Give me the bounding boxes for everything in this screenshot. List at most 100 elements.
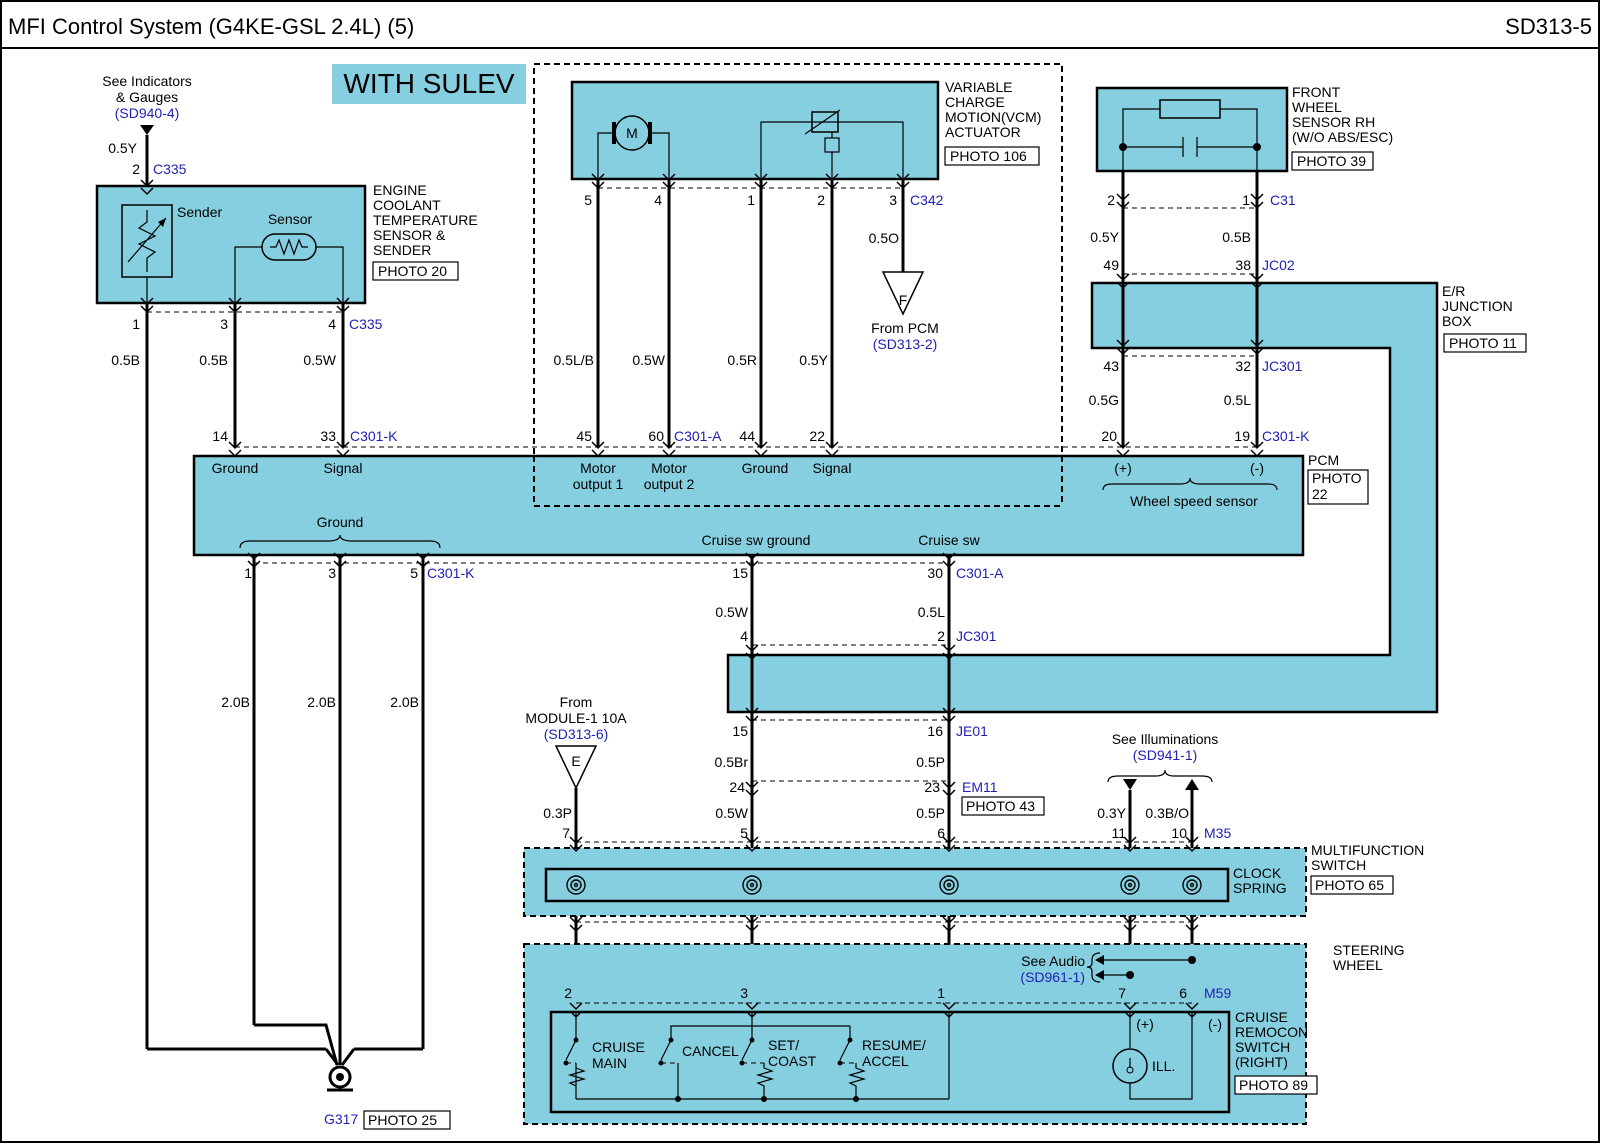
ect-name-1: ENGINE (373, 182, 427, 198)
pcm-bottom-pin-30: 30 (927, 565, 943, 581)
cruise-wire-1: 0.5W (715, 604, 748, 620)
switch-set-coast-1: SET/ (768, 1037, 799, 1053)
m35-pin-6: 6 (937, 825, 945, 841)
cruise-switch-photo: PHOTO 89 (1239, 1077, 1308, 1093)
pcm-label-cruise-sw: Cruise sw (918, 532, 980, 548)
m35-pin-10: 10 (1171, 825, 1187, 841)
audio-ref: (SD961-1) (1020, 969, 1085, 985)
ect-pin-1: 1 (132, 316, 140, 332)
pcm-pin-20: 20 (1101, 428, 1117, 444)
ground-wire-2: 2.0B (307, 694, 336, 710)
front-wheel-sensor-box (1095, 86, 1289, 173)
cruise-wire-p: 0.5P (916, 754, 945, 770)
vcm-photo: PHOTO 106 (950, 148, 1027, 164)
ect-sender-label: Sender (177, 204, 222, 220)
multifunction-photo: PHOTO 65 (1315, 877, 1384, 893)
fws-photo: PHOTO 39 (1297, 153, 1366, 169)
ect-name-2: COOLANT (373, 197, 441, 213)
cruise-wire-p2: 0.5P (916, 805, 945, 821)
je01-pin-16: 16 (927, 723, 943, 739)
vcm-name-2: CHARGE (945, 94, 1005, 110)
pcm-bottom-pin-15: 15 (732, 565, 748, 581)
cruise-switch-name-2: REMOCON (1235, 1024, 1308, 1040)
vcm-f-from: From PCM (871, 320, 939, 336)
switch-minus: (-) (1208, 1016, 1222, 1032)
vcm-name-1: VARIABLE (945, 79, 1012, 95)
illum-wire-2: 0.3B/O (1145, 805, 1189, 821)
je01-conn: JE01 (956, 723, 988, 739)
vcm-pin-5: 5 (584, 192, 592, 208)
switch-set-coast-2: COAST (768, 1053, 817, 1069)
ect-sensor-box (95, 184, 367, 305)
multifunction-name-1: MULTIFUNCTION (1311, 842, 1424, 858)
er-name-2: JUNCTION (1442, 298, 1513, 314)
fws-wire-l: 0.5L (1224, 392, 1251, 408)
from-pcm-triangle (881, 271, 925, 316)
m35-pin-11: 11 (1111, 825, 1126, 841)
pcm-bottom-pin-1: 1 (244, 565, 252, 581)
m59-pin-6: 6 (1179, 985, 1187, 1001)
indicators-label-2: & Gauges (116, 89, 178, 105)
vcm-pin-1: 1 (747, 192, 755, 208)
switch-plus: (+) (1136, 1016, 1154, 1032)
pcm-label-ground: Ground (212, 460, 259, 476)
jc301-conn-bottom: JC301 (956, 628, 997, 644)
pcm-label-wss: Wheel speed sensor (1130, 493, 1258, 509)
pcm-label-motor2b: output 2 (644, 476, 695, 492)
pcm-photo-2: 22 (1312, 486, 1328, 502)
ect-pin-4: 4 (328, 316, 336, 332)
jc301-pin-4: 4 (740, 628, 748, 644)
pcm-label-plus: (+) (1114, 460, 1132, 476)
m59-pin-2: 2 (564, 985, 572, 1001)
em11-pin-23: 23 (924, 779, 940, 795)
ground-wire-3: 2.0B (390, 694, 419, 710)
illum-wire-1: 0.3Y (1097, 805, 1126, 821)
pcm-pin-60: 60 (648, 428, 664, 444)
vcm-f-letter: F (899, 292, 908, 308)
fws-wire-1: 0.5Y (1090, 229, 1119, 245)
connector-chevrons (140, 173, 1264, 1019)
indicators-conn: C335 (153, 161, 187, 177)
indicators-wire: 0.5Y (108, 140, 137, 156)
fws-name-1: FRONT (1292, 84, 1341, 100)
er-name-3: BOX (1442, 313, 1472, 329)
vcm-pin-3: 3 (889, 192, 897, 208)
indicators-label-1: See Indicators (102, 73, 192, 89)
module-ref: (SD313-6) (544, 726, 609, 742)
pcm-label-ground2: Ground (742, 460, 789, 476)
illum-ref: (SD941-1) (1133, 747, 1198, 763)
jc301-pin-32: 32 (1235, 358, 1251, 374)
fws-pin-1: 1 (1242, 192, 1250, 208)
vcm-pin-4: 4 (654, 192, 662, 208)
ect-wire-3: 0.5W (303, 352, 336, 368)
module-from: From (560, 694, 593, 710)
em11-conn: EM11 (962, 779, 998, 795)
jc301-conn-top: JC301 (1262, 358, 1303, 374)
pcm-label-motor2a: Motor (651, 460, 687, 476)
fws-name-3: SENSOR RH (1292, 114, 1375, 130)
m59-pin-7: 7 (1118, 985, 1126, 1001)
jc301-pin-2: 2 (937, 628, 945, 644)
vcm-wire-1: 0.5L/B (554, 352, 594, 368)
illum-label: See Illuminations (1112, 731, 1219, 747)
pcm-name: PCM (1308, 452, 1339, 468)
pcm-bottom-pin-3: 3 (328, 565, 336, 581)
vcm-f-wire: 0.5O (869, 230, 899, 246)
switch-resume-accel-2: ACCEL (862, 1053, 909, 1069)
fws-wire-2: 0.5B (1222, 229, 1251, 245)
fws-wire-g: 0.5G (1089, 392, 1119, 408)
module-name: MODULE-1 10A (525, 710, 627, 726)
steering-name-2: WHEEL (1333, 957, 1383, 973)
cruise-switch-name-4: (RIGHT) (1235, 1054, 1288, 1070)
switch-cancel: CANCEL (682, 1043, 739, 1059)
vcm-name-4: ACTUATOR (945, 124, 1021, 140)
pcm-conn-k-top: C301-K (350, 428, 398, 444)
pcm-label-minus: (-) (1250, 460, 1264, 476)
switch-cruise-main-2: MAIN (592, 1055, 627, 1071)
ground-wire-1: 2.0B (221, 694, 250, 710)
pcm-pin-19: 19 (1234, 428, 1250, 444)
vcm-f-ref: (SD313-2) (873, 336, 938, 352)
multifunction-name-2: SWITCH (1311, 857, 1366, 873)
pcm-label-motor1a: Motor (580, 460, 616, 476)
ect-pin-3: 3 (220, 316, 228, 332)
